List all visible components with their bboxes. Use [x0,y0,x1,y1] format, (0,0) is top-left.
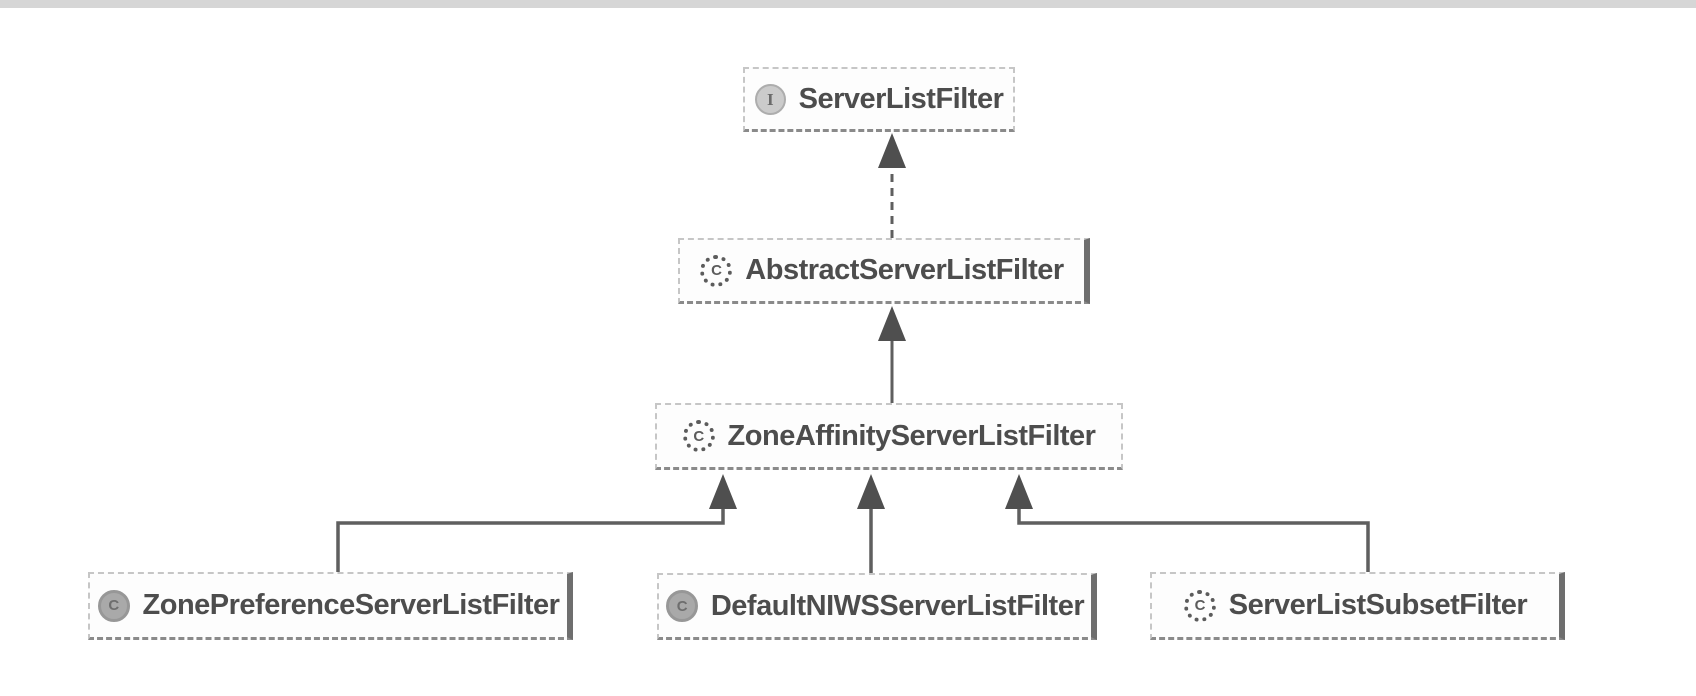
node-label: ZonePreferenceServerListFilter [142,589,560,621]
class-icon: C [97,589,130,622]
edge-abstract-to-serverlistfilter [878,133,906,238]
node-label: ZoneAffinityServerListFilter [727,419,1096,452]
edge-defaultniws-to-zoneaffinity [857,474,885,573]
node-zonepreferenceserverlistfilter[interactable]: C ZonePreferenceServerListFilter [88,572,573,640]
node-abstractserverlistfilter[interactable]: C AbstractServerListFilter [678,238,1090,304]
class-icon: C [665,590,698,622]
node-label: AbstractServerListFilter [745,254,1064,286]
node-label: ServerListFilter [798,82,1004,115]
edge-serverlistsubset-to-zoneaffinity [1005,474,1370,572]
node-defaultniwsserverlistfilter[interactable]: C DefaultNIWSServerListFilter [657,573,1097,640]
node-label: DefaultNIWSServerListFilter [710,589,1085,622]
class-icon: C [682,420,715,452]
node-serverlistsubsetfilter[interactable]: C ServerListSubsetFilter [1150,572,1565,640]
interface-icon: I [754,83,786,115]
node-serverlistfilter[interactable]: I ServerListFilter [743,67,1015,132]
edge-zoneaffinity-to-abstract [878,306,906,403]
edge-zonepreference-to-zoneaffinity [336,474,737,572]
class-icon: C [700,254,733,287]
class-icon: C [1183,589,1216,622]
window-top-edge [0,0,1696,8]
node-zoneaffinityserverlistfilter[interactable]: C ZoneAffinityServerListFilter [655,403,1123,470]
node-label: ServerListSubsetFilter [1228,589,1528,621]
